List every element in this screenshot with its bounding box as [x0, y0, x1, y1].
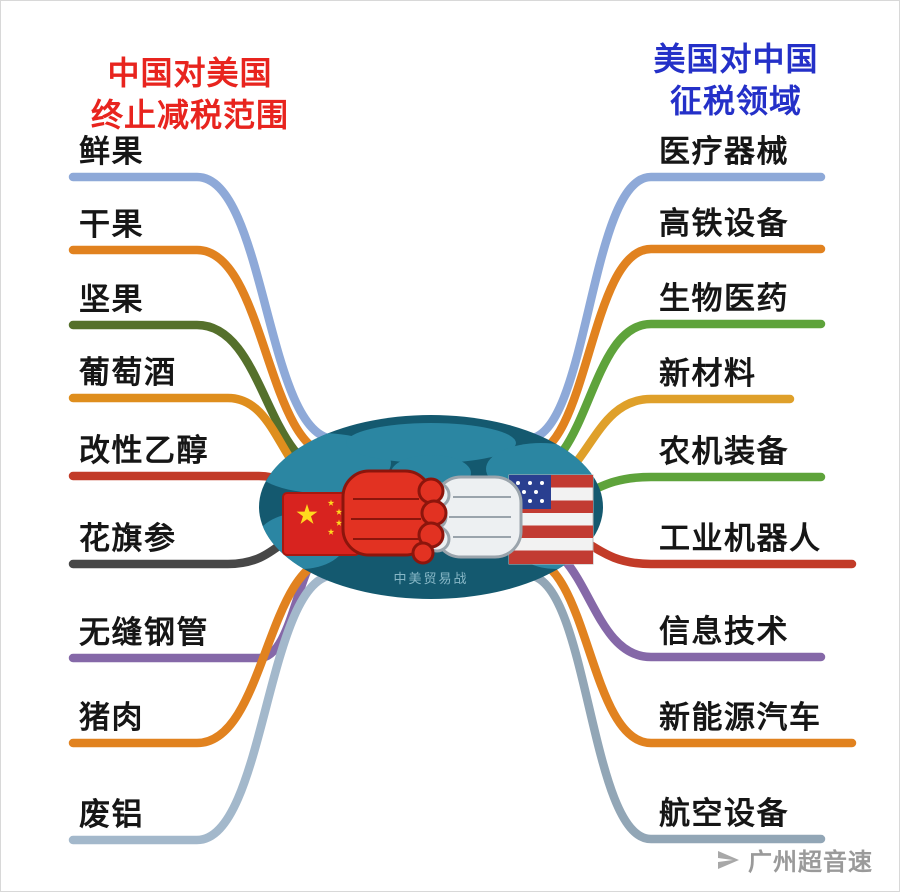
left-branch	[68, 172, 340, 444]
flag-stripe	[509, 550, 593, 564]
china-fist-knuckle	[417, 477, 445, 505]
left-item-label: 坚果	[79, 282, 144, 317]
watermark: 广州超音速	[716, 842, 873, 877]
usa-flag-stars	[516, 481, 544, 503]
china-flag-stars	[296, 499, 343, 535]
left-item-label: 花旗参	[79, 521, 177, 556]
left-item-label: 葡萄酒	[79, 355, 177, 390]
usa-fist-finger-lines	[449, 496, 511, 538]
star-icon	[296, 504, 318, 524]
left-item-label: 鲜果	[79, 134, 144, 169]
china-fist-knuckle	[411, 541, 435, 565]
right-title-line2: 征税领域	[669, 82, 802, 119]
right-item-label: 高铁设备	[659, 206, 789, 241]
china-fist	[341, 469, 448, 565]
center-caption: 中美贸易战	[393, 571, 468, 586]
left-item-label: 无缝钢管	[79, 615, 209, 650]
right-item-label: 生物医药	[659, 281, 789, 316]
left-item-label: 废铝	[79, 797, 144, 832]
right-item-label: 新能源汽车	[659, 700, 822, 735]
right-item-label: 农机装备	[659, 434, 789, 469]
right-item-label: 信息技术	[659, 614, 789, 649]
left-item-label: 改性乙醇	[79, 433, 209, 468]
flag-stripe	[509, 525, 593, 538]
paper-plane-icon	[718, 850, 739, 869]
star-icon	[327, 499, 335, 506]
star-icon	[335, 519, 343, 526]
left-title-line2: 终止减税范围	[90, 96, 289, 133]
right-item-label: 新材料	[659, 356, 757, 391]
map-landmass	[346, 423, 516, 463]
usa-flag	[508, 474, 594, 565]
china-fist-knuckle	[420, 499, 448, 527]
right-item-label: 工业机器人	[659, 521, 822, 556]
left-branch	[68, 245, 340, 461]
left-item-label: 干果	[79, 207, 144, 242]
left-branch	[68, 570, 340, 845]
right-branch	[522, 172, 826, 444]
star-icon	[335, 508, 343, 515]
watermark-text: 广州超音速	[748, 849, 873, 876]
right-title-line1: 美国对中国	[653, 41, 819, 77]
right-title: 美国对中国 征税领域	[607, 39, 865, 122]
right-branch	[522, 570, 826, 844]
left-title: 中国对美国 终止减税范围	[49, 53, 331, 136]
left-title-line1: 中国对美国	[107, 55, 273, 91]
china-fist-finger-lines	[351, 498, 421, 540]
right-item-label: 航空设备	[659, 796, 789, 831]
star-icon	[327, 528, 335, 535]
china-fist-palm	[341, 469, 433, 557]
center-globe: 中美贸易战	[259, 415, 603, 599]
right-item-label: 医疗器械	[659, 134, 789, 169]
left-item-label: 猪肉	[79, 700, 144, 735]
